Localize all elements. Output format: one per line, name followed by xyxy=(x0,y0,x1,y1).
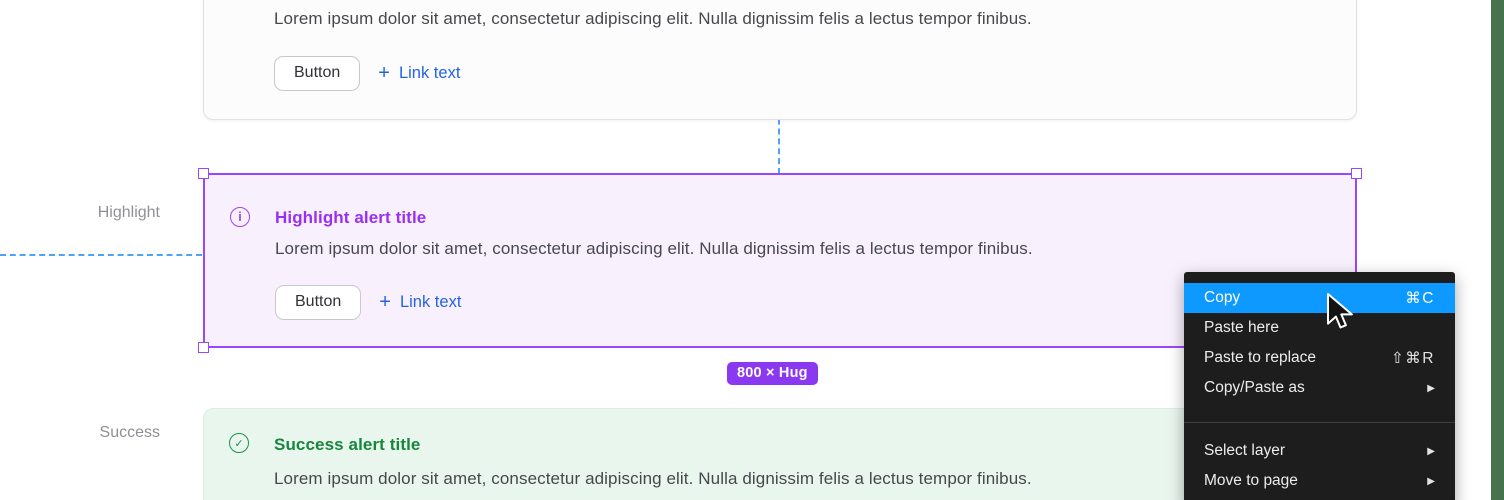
menu-item-move-to-page[interactable]: Move to page ▶ xyxy=(1184,466,1455,496)
submenu-arrow-icon: ▶ xyxy=(1427,445,1435,457)
alert-actions-row: Button + Link text xyxy=(274,55,460,91)
alert-button[interactable]: Button xyxy=(274,55,361,91)
alert-link[interactable]: + Link text xyxy=(378,63,460,83)
menu-separator xyxy=(1184,422,1455,423)
selection-handle-bottom-left[interactable] xyxy=(198,342,209,353)
alert-title: Highlight alert title xyxy=(275,208,427,227)
menu-item-shortcut: ⇧⌘R xyxy=(1390,349,1435,367)
check-circle-icon: ✓ xyxy=(229,433,249,453)
alert-body-text: Lorem ipsum dolor sit amet, consectetur … xyxy=(275,239,1033,258)
horizontal-snap-guide xyxy=(0,254,202,256)
plus-icon: + xyxy=(378,62,390,84)
selection-handle-top-left[interactable] xyxy=(198,168,209,179)
submenu-arrow-icon: ▶ xyxy=(1427,475,1435,487)
alert-card-default[interactable]: Lorem ipsum dolor sit amet, consectetur … xyxy=(203,0,1357,120)
alert-link[interactable]: + Link text xyxy=(379,292,461,312)
info-icon: i xyxy=(230,207,250,227)
menu-item-select-layer[interactable]: Select layer ▶ xyxy=(1184,436,1455,466)
menu-item-label: Paste here xyxy=(1204,319,1279,336)
green-frame-edge xyxy=(1491,0,1504,500)
menu-item-label: Move to page xyxy=(1204,472,1298,489)
menu-item-paste-to-replace[interactable]: Paste to replace ⇧⌘R xyxy=(1184,343,1455,373)
selection-handle-top-right[interactable] xyxy=(1351,168,1362,179)
selection-size-badge: 800 × Hug xyxy=(727,362,818,385)
plus-icon: + xyxy=(379,291,391,313)
menu-item-label: Copy/Paste as xyxy=(1204,379,1305,396)
menu-item-label: Copy xyxy=(1204,289,1241,306)
alert-link-label: Link text xyxy=(398,63,461,82)
context-menu: Copy ⌘C Paste here Paste to replace ⇧⌘R … xyxy=(1184,272,1455,500)
alert-button[interactable]: Button xyxy=(275,284,362,320)
alert-actions-row: Button + Link text xyxy=(275,284,461,320)
row-label-highlight: Highlight xyxy=(97,204,160,221)
alert-title: Success alert title xyxy=(274,435,421,454)
menu-item-label: Select layer xyxy=(1204,442,1285,459)
alert-link-label: Link text xyxy=(399,292,462,311)
menu-item-shortcut: ⌘C xyxy=(1405,289,1435,307)
row-label-success: Success xyxy=(99,424,160,441)
mouse-cursor-icon xyxy=(1327,293,1353,329)
submenu-arrow-icon: ▶ xyxy=(1427,382,1435,394)
menu-item-paste-here[interactable]: Paste here xyxy=(1184,313,1455,343)
alert-card-success[interactable]: ✓ Success alert title Lorem ipsum dolor … xyxy=(203,408,1357,500)
menu-item-copy-paste-as[interactable]: Copy/Paste as ▶ xyxy=(1184,373,1455,403)
menu-item-label: Paste to replace xyxy=(1204,349,1317,366)
alert-body-text: Lorem ipsum dolor sit amet, consectetur … xyxy=(274,9,1032,28)
alert-body-text: Lorem ipsum dolor sit amet, consectetur … xyxy=(274,469,1032,488)
menu-item-copy[interactable]: Copy ⌘C xyxy=(1184,283,1455,313)
